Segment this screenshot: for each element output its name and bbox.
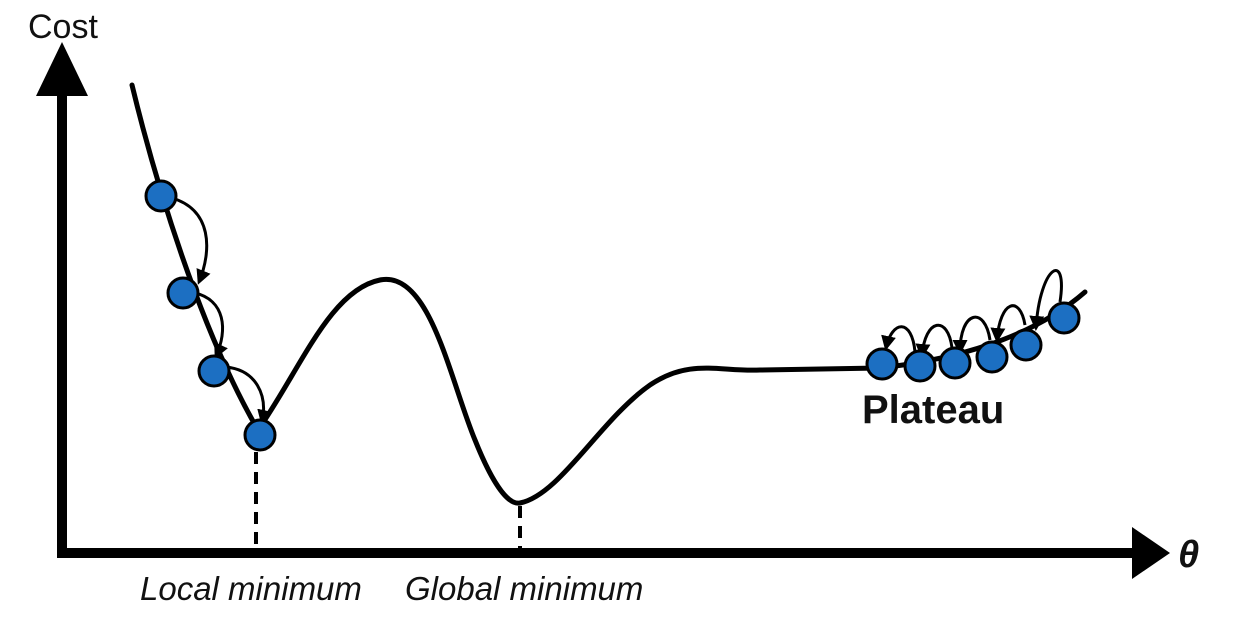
ball-plateau-1 [865, 347, 899, 381]
plateau-label: Plateau [862, 388, 1004, 432]
ball-plateau-4 [975, 340, 1009, 374]
plateau-arrow-2 [990, 304, 1027, 343]
cost-curve [129, 82, 1088, 506]
descent-arrow-3 [225, 365, 272, 425]
local-minimum-label: Local minimum [140, 570, 362, 607]
plateau-arrow-4 [915, 323, 954, 359]
ball-plateau-2 [903, 349, 937, 383]
x-axis-arrowhead [1132, 527, 1170, 579]
plateau-arrow-1 [1029, 269, 1063, 331]
ball-descent-2 [166, 276, 200, 310]
ball-plateau-6 [1047, 301, 1081, 335]
global-minimum-label: Global minimum [405, 570, 643, 607]
ball-local-minimum [243, 418, 277, 452]
ball-plateau-5 [1009, 328, 1043, 362]
descent-arrow-1 [171, 196, 211, 285]
descent-arrow-2 [194, 291, 228, 359]
ball-plateau-3 [938, 346, 972, 380]
y-axis-label: Cost [28, 8, 98, 46]
ball-descent-1 [144, 179, 178, 213]
plateau-arrow-5 [881, 325, 917, 353]
x-axis-label: θ [1178, 534, 1199, 576]
plateau-arrow-3 [952, 315, 992, 355]
y-axis-arrowhead [36, 42, 88, 96]
ball-descent-3 [197, 354, 231, 388]
